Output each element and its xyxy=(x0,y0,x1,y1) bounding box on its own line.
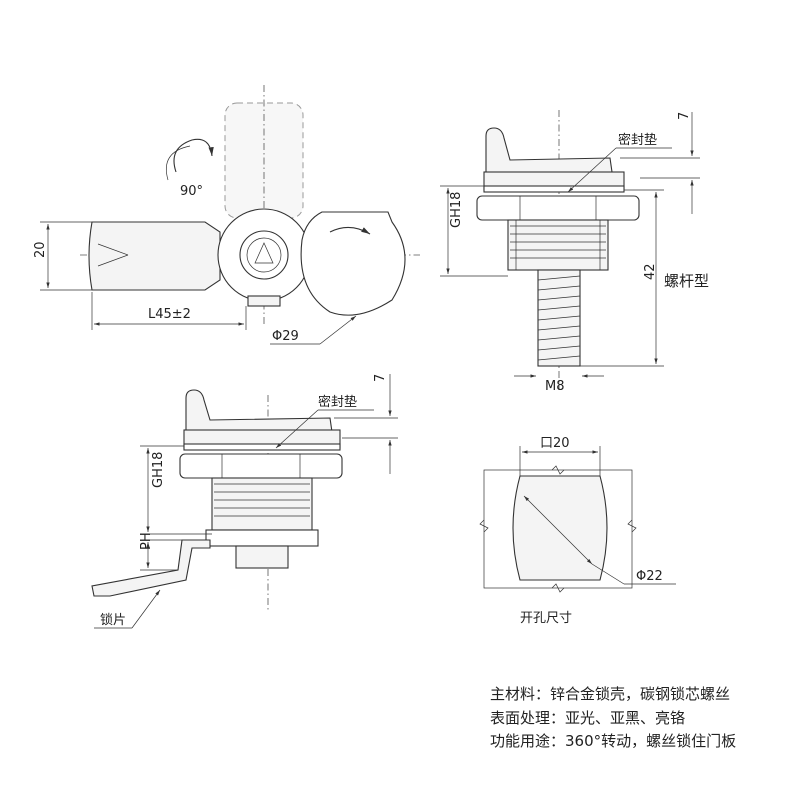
spec-notes: 主材料：锌合金锁壳，碳钢锁芯螺丝 表面处理：亚光、亚黑、亮铬 功能用途：360°… xyxy=(490,683,736,754)
length-label: L45±2 xyxy=(148,307,191,322)
bolt-offset-label: 7 xyxy=(677,112,692,120)
lock-base-tab xyxy=(247,295,281,307)
latch-nut xyxy=(179,453,343,479)
handle-body xyxy=(88,221,221,291)
bolt-nut xyxy=(476,195,640,221)
dust-cover xyxy=(300,211,406,316)
note-function: 功能用途：360°转动，螺丝锁住门板 xyxy=(490,732,737,750)
height-label: 20 xyxy=(33,241,48,258)
latch-gasket-label: 密封垫 xyxy=(318,394,357,410)
triangle-mark-icon xyxy=(254,242,274,264)
cutout-diameter-label: Φ22 xyxy=(636,569,663,584)
bolt-gasket-label: 密封垫 xyxy=(618,132,657,148)
latch-offset-label: 7 xyxy=(373,374,388,382)
side-view-bolt: 密封垫 7 GH18 42 螺杆型 M8 xyxy=(440,110,709,394)
latch-ph-label: PH xyxy=(139,532,154,550)
side-view-latch: 密封垫 7 GH18 PH 锁片 xyxy=(91,374,398,629)
cutout-view: 口20 Φ22 开孔尺寸 xyxy=(479,436,676,626)
bolt-size-label: M8 xyxy=(545,379,565,394)
cutout-caption: 开孔尺寸 xyxy=(520,611,572,626)
bolt-thread-body xyxy=(507,219,609,271)
bolt-lock-handle xyxy=(485,127,613,177)
bolt-type-label: 螺杆型 xyxy=(664,272,709,290)
rotate-90-arrow-icon xyxy=(173,138,214,173)
diameter-label: Φ29 xyxy=(272,329,299,344)
latch-plate-label: 锁片 xyxy=(100,612,126,628)
cutout-square-label: 口20 xyxy=(540,436,570,451)
top-view: 90° 20 L45±2 Φ29 xyxy=(33,85,420,345)
note-surface: 表面处理：亚光、亚黑、亮铬 xyxy=(490,708,686,727)
latch-screw xyxy=(235,545,289,569)
bolt-length-label: 42 xyxy=(643,263,658,280)
latch-plate xyxy=(91,539,211,597)
rotation-label: 90° xyxy=(180,184,203,199)
bolt-thread-label: GH18 xyxy=(449,192,464,228)
latch-thread-label: GH18 xyxy=(151,452,166,488)
cover-rotate-arrow-icon xyxy=(329,226,371,235)
latch-thread-body xyxy=(211,477,313,531)
note-material: 主材料：锌合金锁壳，碳钢锁芯螺丝 xyxy=(490,685,731,703)
latch-lock-handle xyxy=(185,389,333,437)
